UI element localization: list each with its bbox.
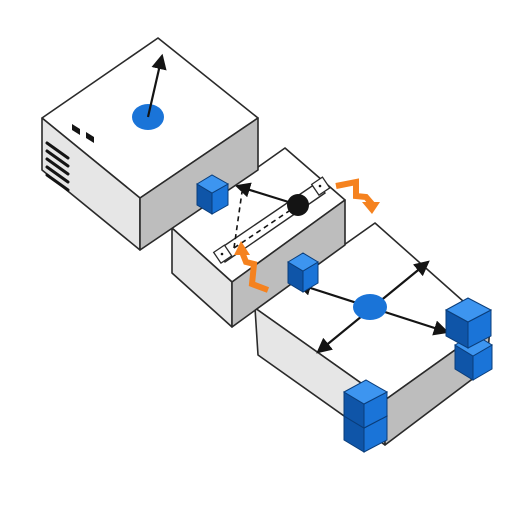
dashed-guide-line [233, 204, 299, 249]
blue-disc-icon [353, 294, 387, 320]
indicator-marks-icon [72, 124, 94, 143]
rail-end-cap-left [212, 244, 233, 265]
top-module [41, 37, 259, 251]
blue-cube-icon [342, 379, 389, 429]
vent-slots-icon [45, 141, 70, 192]
blue-cube-icon [196, 174, 230, 215]
slider-ball-icon [287, 194, 309, 216]
dashed-guide-line [233, 191, 243, 249]
blue-cube-icon [287, 252, 319, 293]
vector-arrow-icon [146, 53, 167, 118]
middle-module [171, 147, 346, 328]
slider-vector-arrow-icon [234, 182, 296, 206]
zigzag-arrow-icon [335, 178, 380, 214]
blue-cube-icon [444, 297, 493, 349]
rail-end-cap-right [310, 176, 331, 197]
blue-cube-stack-right [444, 297, 493, 381]
zigzag-arrow-icon [234, 241, 270, 293]
blue-cube-stack-front [342, 379, 389, 453]
